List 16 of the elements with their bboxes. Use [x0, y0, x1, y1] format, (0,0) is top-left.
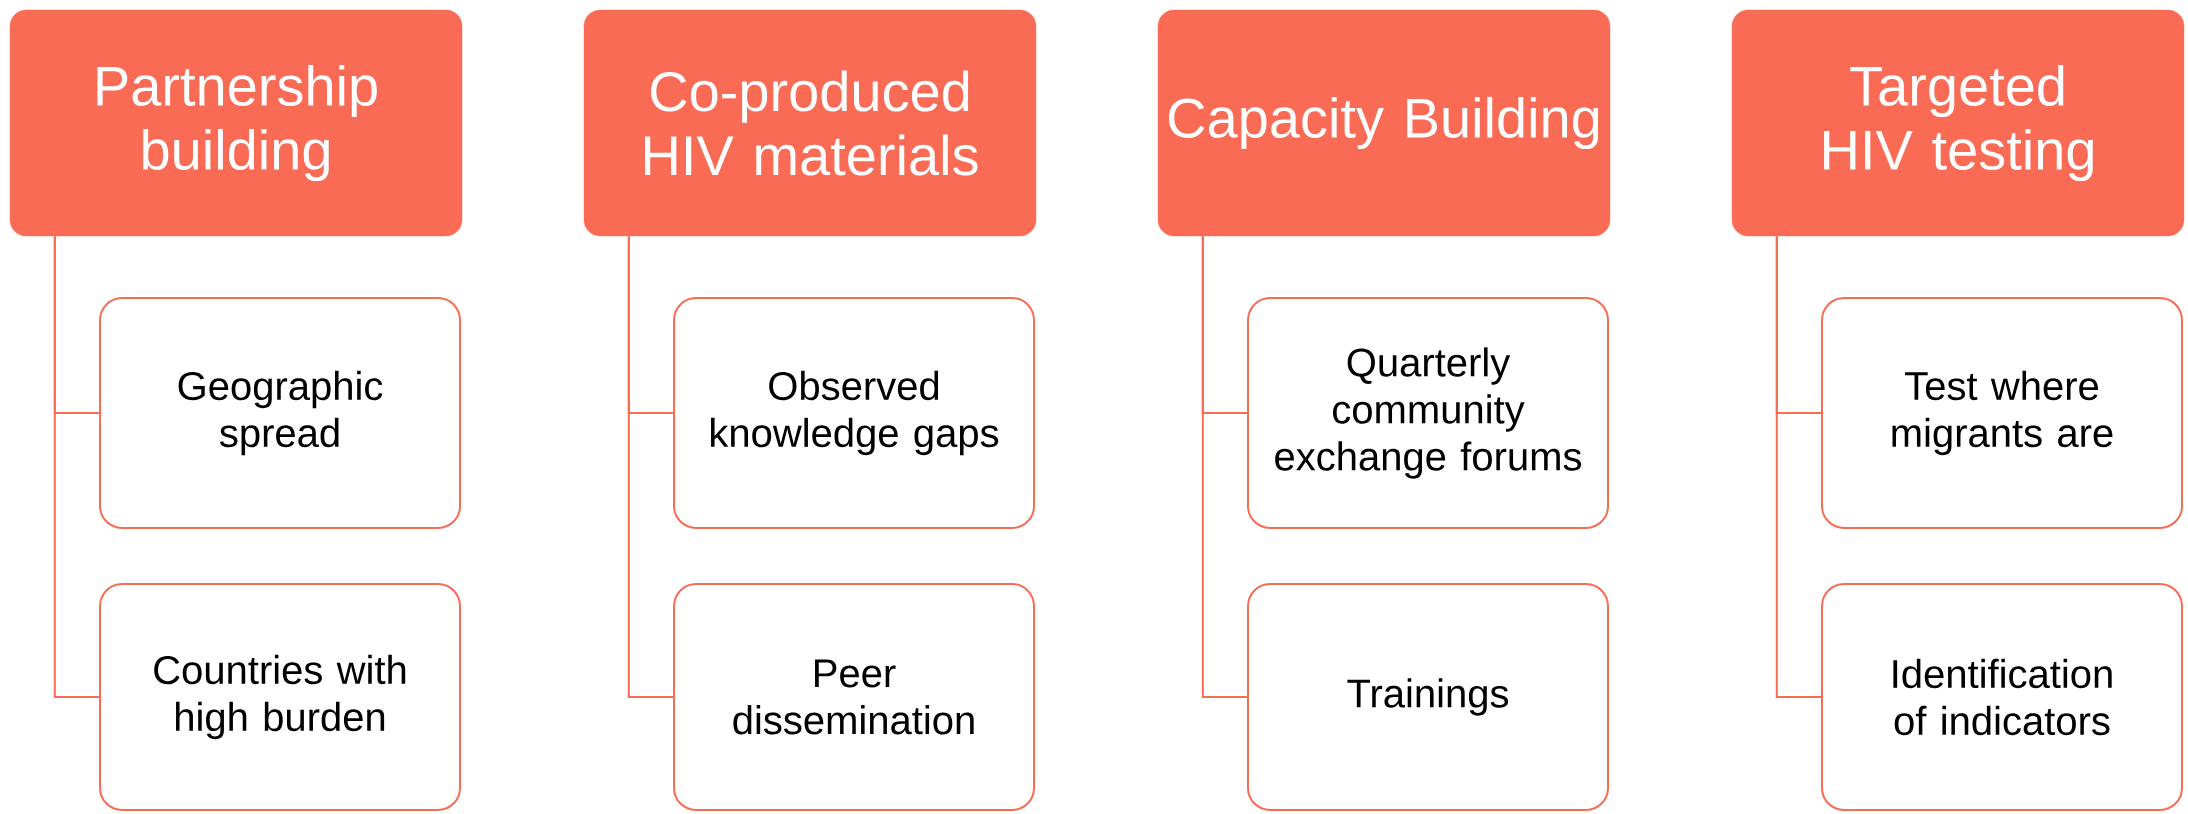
category-box: Targeted HIV testing: [1731, 9, 2185, 237]
item-box: Countries with high burden: [99, 583, 461, 811]
item-box: Quarterly community exchange forums: [1247, 297, 1609, 529]
item-box: Identification of indicators: [1821, 583, 2183, 811]
category-box: Capacity Building: [1157, 9, 1611, 237]
item-box: Peer dissemination: [673, 583, 1035, 811]
category-box: Partnership building: [9, 9, 463, 237]
item-box: Trainings: [1247, 583, 1609, 811]
item-box: Observed knowledge gaps: [673, 297, 1035, 529]
category-box: Co-produced HIV materials: [583, 9, 1037, 237]
connector-line: [1201, 235, 1248, 698]
connector-line: [627, 235, 674, 698]
connector-line: [53, 235, 100, 698]
item-box: Test where migrants are: [1821, 297, 2183, 529]
connector-line: [1775, 235, 1822, 698]
item-box: Geographic spread: [99, 297, 461, 529]
